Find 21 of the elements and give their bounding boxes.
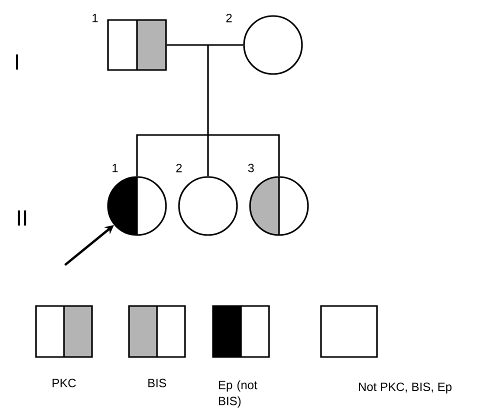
descent-line <box>207 45 209 135</box>
female-symbol <box>249 176 309 236</box>
legend-label: PKC <box>52 378 76 388</box>
female-symbol <box>243 15 303 75</box>
female-symbol <box>178 176 238 236</box>
individual-number: 1 <box>112 164 118 172</box>
sibship-line <box>207 135 209 176</box>
legend-label: BIS <box>148 378 166 388</box>
individual-number: 2 <box>226 14 232 22</box>
female-symbol <box>107 176 167 236</box>
individual-number: 2 <box>176 164 182 172</box>
legend-label: Not PKC, BIS, Ep <box>358 382 452 394</box>
mating-line <box>166 44 244 46</box>
individual-number: 1 <box>92 14 98 22</box>
generation-label: I <box>16 54 18 70</box>
sibship-line <box>136 134 208 176</box>
individual-number: 3 <box>248 164 254 172</box>
male-symbol <box>107 19 167 71</box>
sibship-line <box>208 134 280 176</box>
legend-label: Ep (not BIS) <box>219 380 258 408</box>
generation-label: II <box>18 210 26 226</box>
